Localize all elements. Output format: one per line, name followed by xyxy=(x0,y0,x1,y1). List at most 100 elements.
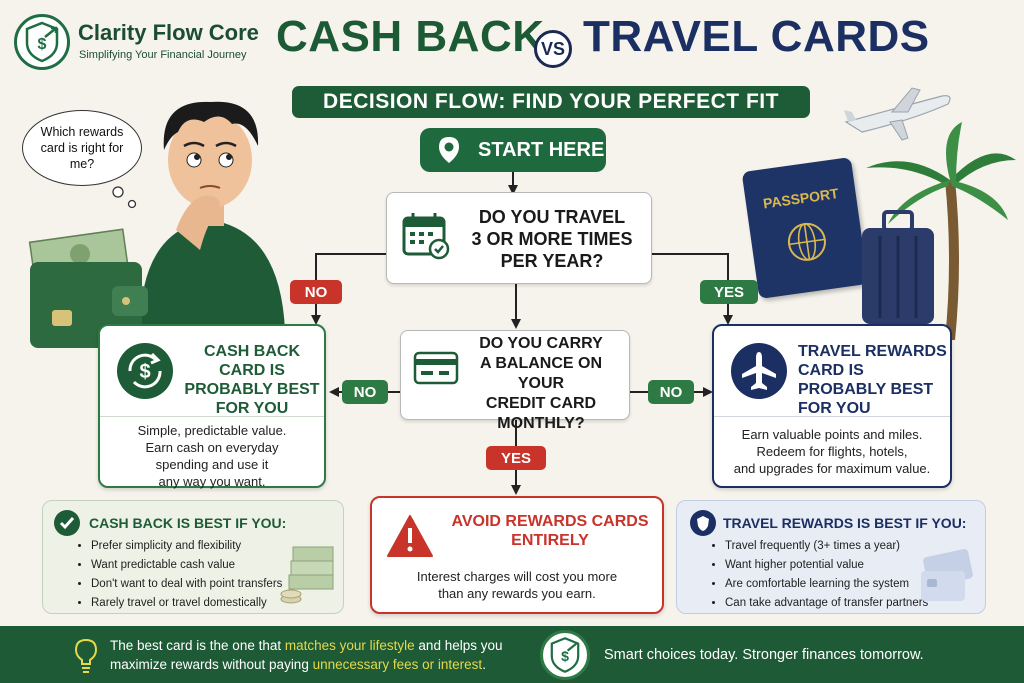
travel-best-if-title: TRAVEL REWARDS IS BEST IF YOU: xyxy=(723,515,967,531)
travel-best-if-card: TRAVEL REWARDS IS BEST IF YOU: Travel fr… xyxy=(676,500,986,614)
cb-title-l4: FOR YOU xyxy=(215,400,289,417)
travel-result-card: TRAVEL REWARDS CARD IS PROBABLY BEST FOR… xyxy=(712,324,952,488)
footer-highlight-1: matches your lifestyle xyxy=(284,638,415,653)
palm-tree-icon xyxy=(866,122,1016,340)
tr-desc-l2: Redeem for flights, hotels, xyxy=(756,444,908,459)
airplane-icon xyxy=(731,343,787,399)
suitcase-icon xyxy=(862,210,934,324)
q1-line1: DO YOU TRAVEL xyxy=(478,207,626,227)
q2-line1: DO YOU CARRY xyxy=(479,335,603,352)
footer-text-c: . xyxy=(482,657,486,672)
cb-desc-l1: Simple, predictable value. xyxy=(137,423,287,438)
thought-bubble-text: Which rewards card is right for me? xyxy=(40,125,124,171)
list-item: Travel frequently (3+ times a year) xyxy=(725,537,955,556)
title-cash-back: CASH BACK xyxy=(276,12,545,61)
tr-title-l2: CARD IS xyxy=(798,362,864,379)
checkmark-icon xyxy=(54,510,80,536)
logo-icon: $ xyxy=(14,14,70,70)
subtitle-banner: DECISION FLOW: FIND YOUR PERFECT FIT xyxy=(292,86,810,118)
footer-slogan: Smart choices today. Stronger finances t… xyxy=(604,647,924,663)
divider xyxy=(714,416,950,417)
cash-back-result-title: CASH BACK CARD IS PROBABLY BEST FOR YOU xyxy=(184,342,320,418)
cb-desc-l4: any way you want. xyxy=(158,474,266,489)
title-travel-cards: TRAVEL CARDS xyxy=(583,12,930,61)
q1-line2: 3 OR MORE TIMES xyxy=(471,229,633,249)
travel-best-if-list: Travel frequently (3+ times a year) Want… xyxy=(707,537,955,613)
list-item: Want predictable cash value xyxy=(91,556,321,575)
travel-result-desc: Earn valuable points and miles. Redeem f… xyxy=(718,426,946,477)
tr-title-l4: FOR YOU xyxy=(798,400,871,417)
list-item: Want higher potential value xyxy=(725,556,955,575)
svg-text:$: $ xyxy=(38,36,47,53)
start-here-label: START HERE xyxy=(478,138,605,161)
av-title-l2: ENTIRELY xyxy=(511,532,589,549)
list-item: Can take advantage of transfer partners xyxy=(725,594,955,613)
travel-result-title: TRAVEL REWARDS CARD IS PROBABLY BEST FOR… xyxy=(798,342,948,418)
q2-line4: MONTHLY? xyxy=(497,415,585,432)
tr-title-l1: TRAVEL REWARDS xyxy=(798,343,947,360)
av-title-l1: AVOID REWARDS CARDS xyxy=(451,513,649,530)
list-item: Are comfortable learning the system xyxy=(725,575,955,594)
list-item: Don't want to deal with point transfers xyxy=(91,575,321,594)
dollar-refresh-icon: $ xyxy=(117,343,173,399)
cb-desc-l3: spending and use it xyxy=(155,457,269,472)
cash-back-result-desc: Simple, predictable value. Earn cash on … xyxy=(106,422,318,490)
footer-text-a: The best card is the one that xyxy=(110,638,285,653)
list-item: Prefer simplicity and flexibility xyxy=(91,537,321,556)
edge-label-no-q2-left: NO xyxy=(342,380,388,404)
cash-stack-icon xyxy=(280,546,334,604)
cb-title-l1: CASH BACK xyxy=(204,343,300,360)
person-illustration xyxy=(140,101,285,330)
edge-label-yes-down: YES xyxy=(486,446,546,470)
airplane-illustration xyxy=(844,87,951,141)
footer-message: The best card is the one that matches yo… xyxy=(110,636,530,674)
title-vs: VS xyxy=(534,30,572,68)
cb-title-l3: PROBABLY BEST xyxy=(184,381,320,398)
thought-dots xyxy=(112,186,137,209)
edge-label-yes-right: YES xyxy=(700,280,758,304)
calendar-icon xyxy=(402,213,450,260)
cash-back-result-card: $ CASH BACK CARD IS PROBABLY BEST FOR YO… xyxy=(98,324,326,490)
start-here-node: START HERE xyxy=(420,128,606,172)
question-balance-text: DO YOU CARRY A BALANCE ON YOUR CREDIT CA… xyxy=(457,334,625,434)
svg-text:$: $ xyxy=(139,361,150,383)
alert-triangle-icon xyxy=(387,515,433,557)
footer-logo-icon: $ xyxy=(540,630,590,680)
q2-line3: CREDIT CARD xyxy=(485,395,597,412)
list-item: Rarely travel or travel domestically xyxy=(91,594,321,613)
tr-title-l3: PROBABLY BEST xyxy=(798,381,934,398)
credit-card-icon xyxy=(413,351,459,385)
question-travel-frequency: DO YOU TRAVEL 3 OR MORE TIMES PER YEAR? xyxy=(386,192,652,284)
footer-text-b: and helps you maximize rewards without p… xyxy=(110,638,503,672)
svg-text:$: $ xyxy=(561,648,569,664)
passport-icon: PASSPORT xyxy=(741,156,869,300)
passport-label: PASSPORT xyxy=(762,185,840,212)
q2-line2: A BALANCE ON YOUR xyxy=(479,355,603,392)
av-desc-l1: Interest charges will cost you more xyxy=(416,569,618,584)
cash-back-best-if-list: Prefer simplicity and flexibility Want p… xyxy=(73,537,321,613)
brand-name: Clarity Flow Core xyxy=(78,20,259,45)
avoid-rewards-desc: Interest charges will cost you more than… xyxy=(378,568,656,602)
avoid-rewards-card: AVOID REWARDS CARDS ENTIRELY Interest ch… xyxy=(370,496,664,614)
footer-bar xyxy=(0,626,1024,683)
question-carry-balance: DO YOU CARRY A BALANCE ON YOUR CREDIT CA… xyxy=(400,330,630,432)
cb-title-l2: CARD IS xyxy=(219,362,285,379)
tr-desc-l3: and upgrades for maximum value. xyxy=(733,461,931,476)
edge-label-no-left: NO xyxy=(290,280,342,304)
divider xyxy=(100,416,324,417)
travel-card-icon xyxy=(921,549,973,601)
av-desc-l2: than any rewards you earn. xyxy=(438,586,596,601)
q1-line3: PER YEAR? xyxy=(500,251,604,271)
shield-icon xyxy=(690,510,716,536)
thought-bubble: Which rewards card is right for me? xyxy=(22,110,142,186)
avoid-rewards-title: AVOID REWARDS CARDS ENTIRELY xyxy=(440,512,660,550)
edge-label-no-q2-right: NO xyxy=(648,380,694,404)
cash-back-best-if-card: CASH BACK IS BEST IF YOU: Prefer simplic… xyxy=(42,500,344,614)
question-travel-text: DO YOU TRAVEL 3 OR MORE TIMES PER YEAR? xyxy=(457,206,647,272)
footer-highlight-2: unnecessary fees or interest xyxy=(312,657,483,672)
cash-back-best-if-title: CASH BACK IS BEST IF YOU: xyxy=(89,515,287,531)
cb-desc-l2: Earn cash on everyday xyxy=(145,440,279,455)
tr-desc-l1: Earn valuable points and miles. xyxy=(741,427,923,442)
lightbulb-icon xyxy=(74,638,98,673)
brand-tagline: Simplifying Your Financial Journey xyxy=(79,49,247,61)
